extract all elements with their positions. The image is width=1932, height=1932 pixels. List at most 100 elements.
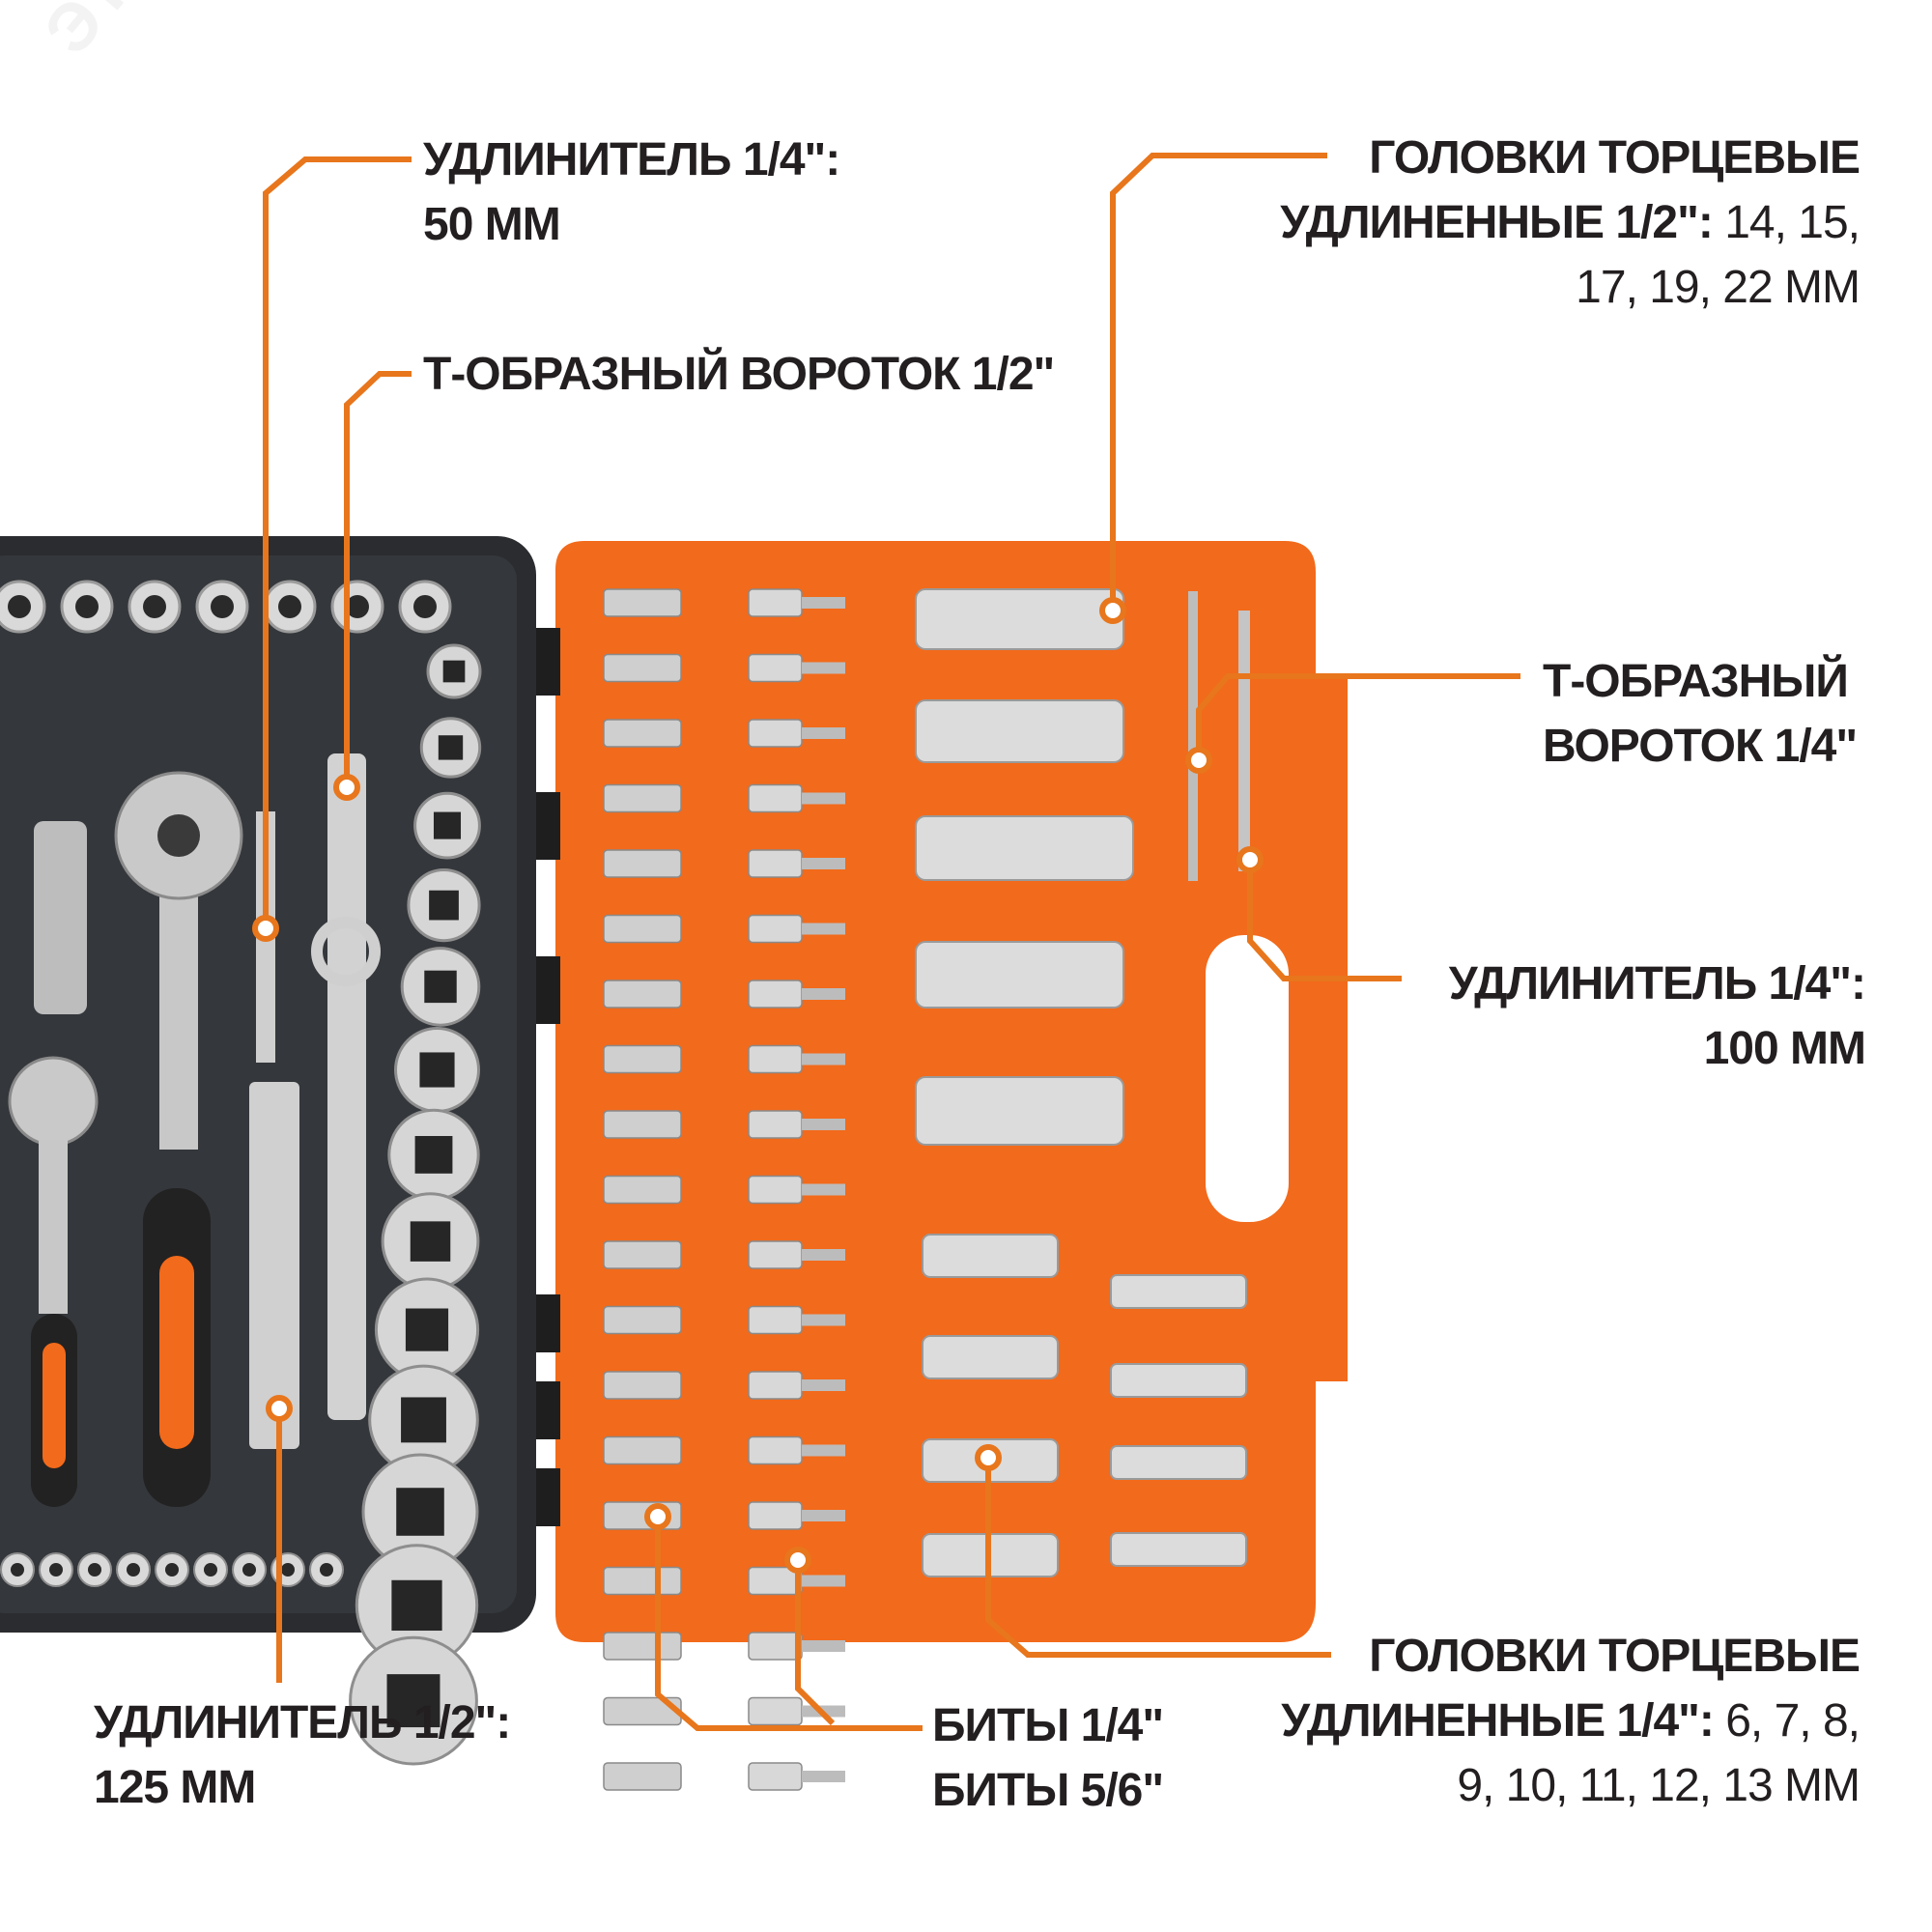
bit-tip [802,597,845,609]
deep-socket-quarter [1110,1363,1247,1398]
bit-tip [802,923,845,935]
bit-tip [802,1119,845,1130]
universal-joint [34,821,87,1014]
deep-socket-quarter [922,1335,1059,1379]
socket-hole [88,1563,101,1577]
extension-half-125 [249,1082,299,1449]
bit-quarter [603,1762,682,1791]
bit-holder-socket [748,719,803,748]
bit-holder-socket [748,1305,803,1335]
deep-socket-quarter [922,1234,1059,1278]
leader-line [1247,860,1402,981]
socket-hole [204,1563,217,1577]
callout-title: ГОЛОВКИ ТОРЦЕВЫЕ [1369,1631,1861,1682]
bit-quarter [603,588,682,617]
callout-deep-sockets-quarter: ГОЛОВКИ ТОРЦЕВЫЕ УДЛИНЕННЫЕ 1/4": 6, 7, … [1281,1624,1861,1818]
leader-line [263,156,412,928]
leader-dot [333,774,360,801]
bit-holder-socket [748,1175,803,1205]
callout-title: БИТЫ 1/4" [932,1700,1164,1751]
bit-tip [802,1510,845,1521]
socket-hole [433,811,462,839]
leader-line [795,1560,836,1726]
leader-dot [252,915,279,942]
socket-hole [346,595,369,618]
bit-tip [802,727,845,739]
bit-holder-socket [748,1110,803,1139]
bit-quarter [603,1305,682,1335]
socket-hole [49,1563,63,1577]
leader-line [344,371,412,787]
bit-tip [802,1183,845,1196]
callout-title: УДЛИНЕННЫЕ 1/4": [1281,1695,1715,1747]
callout-deep-sockets-half: ГОЛОВКИ ТОРЦЕВЫЕ УДЛИНЕННЫЕ 1/2": 14, 15… [1280,126,1861,320]
leader-dot [266,1395,293,1422]
callout-sizes: 6, 7, 8, [1725,1695,1861,1747]
bit-quarter [603,1566,682,1596]
leader-dot [1099,597,1126,624]
case-hinge [536,792,560,860]
leader-line [655,1517,923,1731]
bit-quarter [603,1240,682,1269]
callout-bits: БИТЫ 1/4" БИТЫ 5/6" [932,1693,1164,1823]
bit-holder-socket [748,1696,803,1726]
bit-tip [802,662,845,674]
bit-tip [802,1444,845,1457]
deep-socket-half [915,588,1124,650]
callout-value: 50 ММ [423,199,561,250]
socket-hole [281,1563,295,1577]
socket-hole [386,1674,440,1728]
callout-sizes: 14, 15, [1724,197,1861,248]
socket-hole [320,1563,333,1577]
socket-hole [414,1135,453,1174]
socket-hole [424,970,457,1004]
bit-holder-socket [748,1435,803,1465]
callout-sizes: 9, 10, 11, 12, 13 ММ [1457,1760,1861,1811]
bit-holder-socket [748,1044,803,1074]
socket-hole [242,1563,256,1577]
callout-t-handle-quarter: Т-ОБРАЗНЫЙ ВОРОТОК 1/4" [1543,649,1858,779]
leader-dot [784,1547,811,1574]
bit-holder-socket [748,588,803,617]
callout-title: УДЛИНИТЕЛЬ 1/2": [94,1697,511,1748]
deep-socket-half [915,815,1134,881]
socket-hole [391,1579,442,1632]
leader-dot [975,1444,1002,1471]
t-handle-ring [311,917,381,986]
bit-quarter [603,849,682,878]
bit-tip [802,1575,845,1587]
leader-line [1196,673,1520,760]
callout-title: УДЛИНЕННЫЕ 1/2": [1280,197,1714,248]
socket-hole [396,1488,444,1536]
socket-hole [419,1052,455,1088]
callout-ext-quarter-100: УДЛИНИТЕЛЬ 1/4": 100 ММ [1449,952,1866,1081]
deep-socket-quarter [1110,1274,1247,1309]
bit-holder-socket [748,1371,803,1400]
bit-quarter [603,1044,682,1074]
callout-ext-half-125: УДЛИНИТЕЛЬ 1/2": 125 ММ [94,1690,511,1820]
small-ratchet-head [8,1056,99,1147]
leader-line [1110,153,1327,611]
case-hinge [536,1381,560,1439]
callout-title: ВОРОТОК 1/4" [1543,721,1858,772]
bit-tip [802,988,845,1000]
callout-value: 100 ММ [1703,1023,1866,1074]
bit-tip [802,858,845,869]
socket-hole [442,660,466,683]
leader-line [985,1458,1331,1658]
bit-holder-socket [748,783,803,813]
case-handle-cutout [1206,935,1289,1222]
bit-tip [802,1053,845,1065]
callout-sizes: 17, 19, 22 ММ [1576,262,1861,313]
bit-holder-socket [748,1501,803,1530]
bit-tip [802,1379,845,1391]
bit-quarter [603,653,682,683]
socket-hole [165,1563,179,1577]
extension-quarter-100 [1238,611,1250,871]
bit-quarter [603,980,682,1009]
socket-hole [401,1397,446,1443]
ratchet-drive [157,814,200,857]
bit-quarter [603,1435,682,1465]
callout-title: БИТЫ 5/6" [932,1765,1164,1816]
